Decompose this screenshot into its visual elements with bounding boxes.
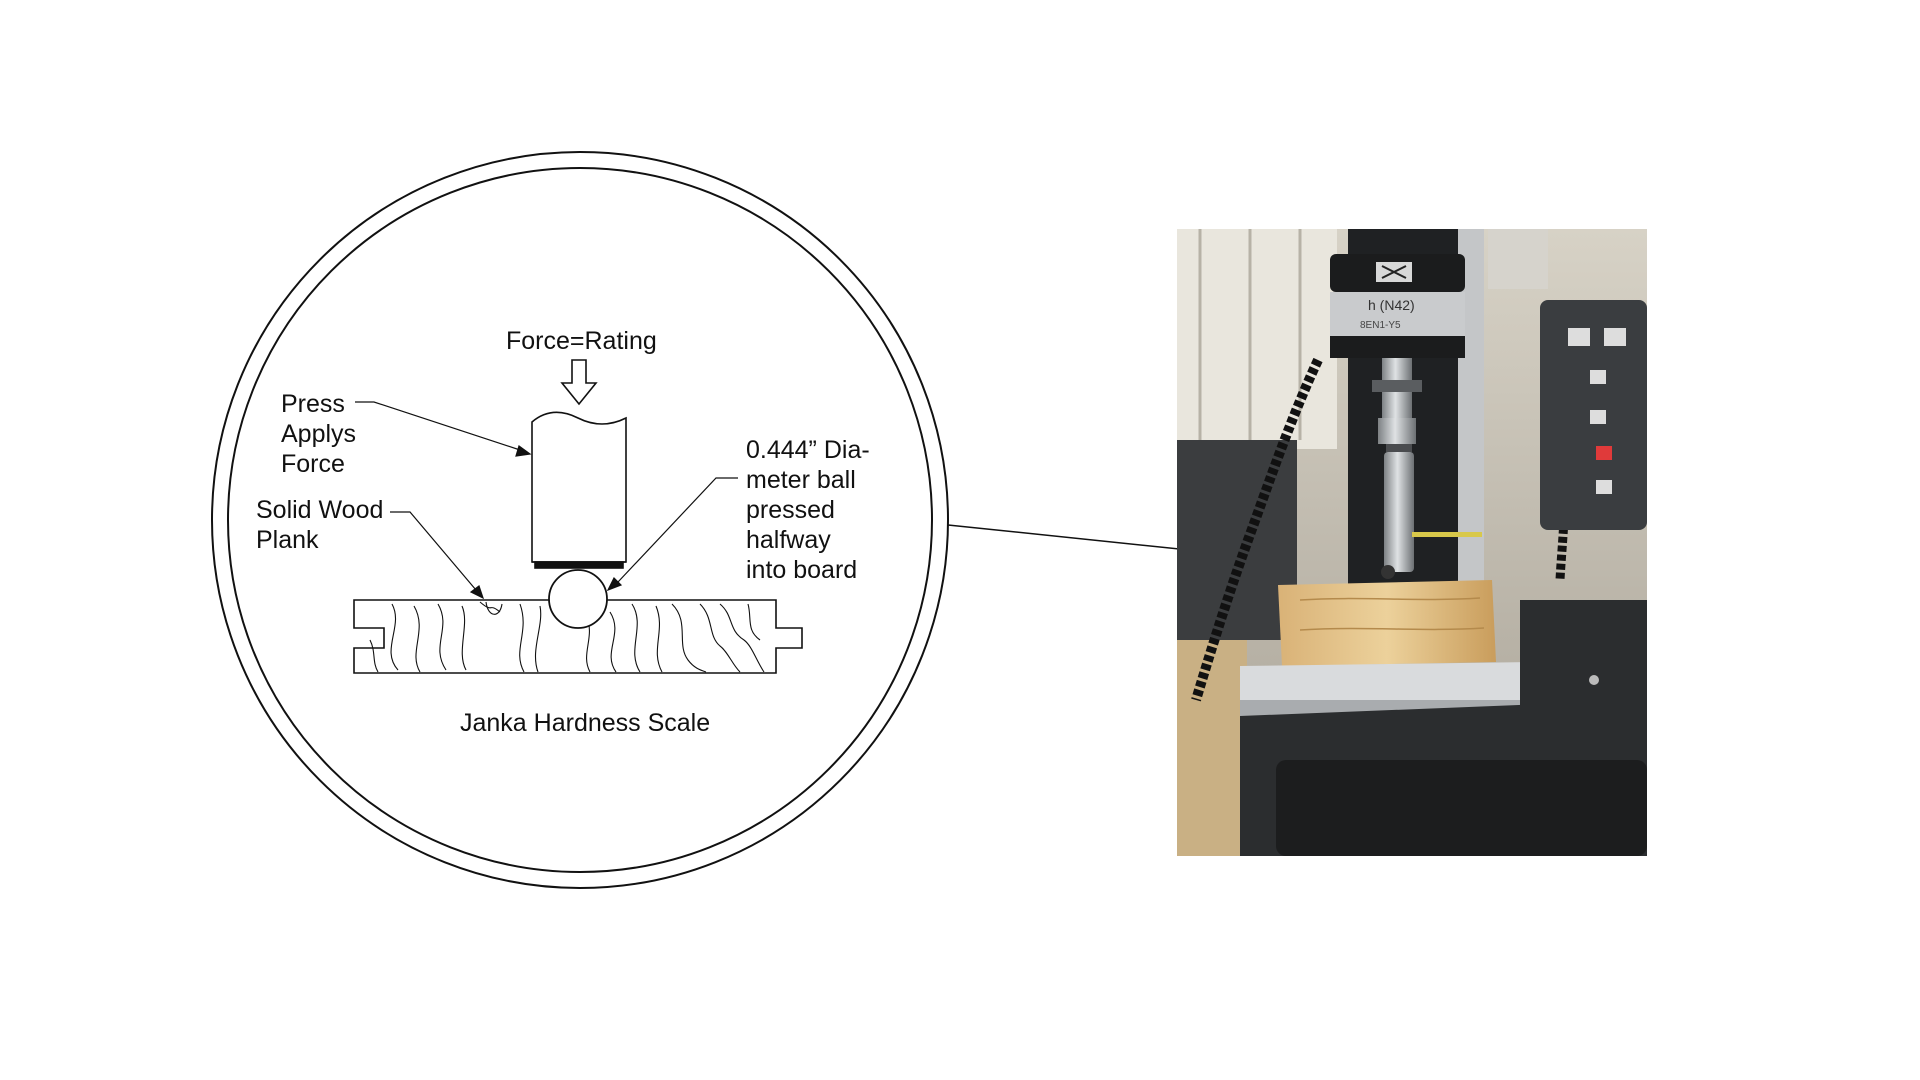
testing-machine-photo: h (N42) 8EN1-Y5	[1177, 229, 1647, 856]
inner-circle	[227, 167, 933, 873]
force-arrow-icon	[560, 359, 598, 406]
solid-wood-plank-label: Solid Wood Plank	[256, 496, 384, 554]
janka-caption: Janka Hardness Scale	[460, 709, 711, 737]
leader-lines	[355, 401, 738, 600]
steel-ball	[548, 569, 608, 629]
outer-circle	[211, 151, 949, 889]
ball-diameter-label: 0.444” Dia- meter ball pressed halfway i…	[746, 436, 870, 584]
wood-plank	[353, 599, 803, 674]
machine-label-2: 8EN1-Y5	[1360, 320, 1401, 331]
force-rating-label: Force=Rating	[506, 327, 657, 355]
press-cylinder	[531, 411, 627, 569]
machine-label: h (N42)	[1368, 297, 1415, 313]
press-applies-force-label: Press Applys Force	[281, 390, 357, 478]
